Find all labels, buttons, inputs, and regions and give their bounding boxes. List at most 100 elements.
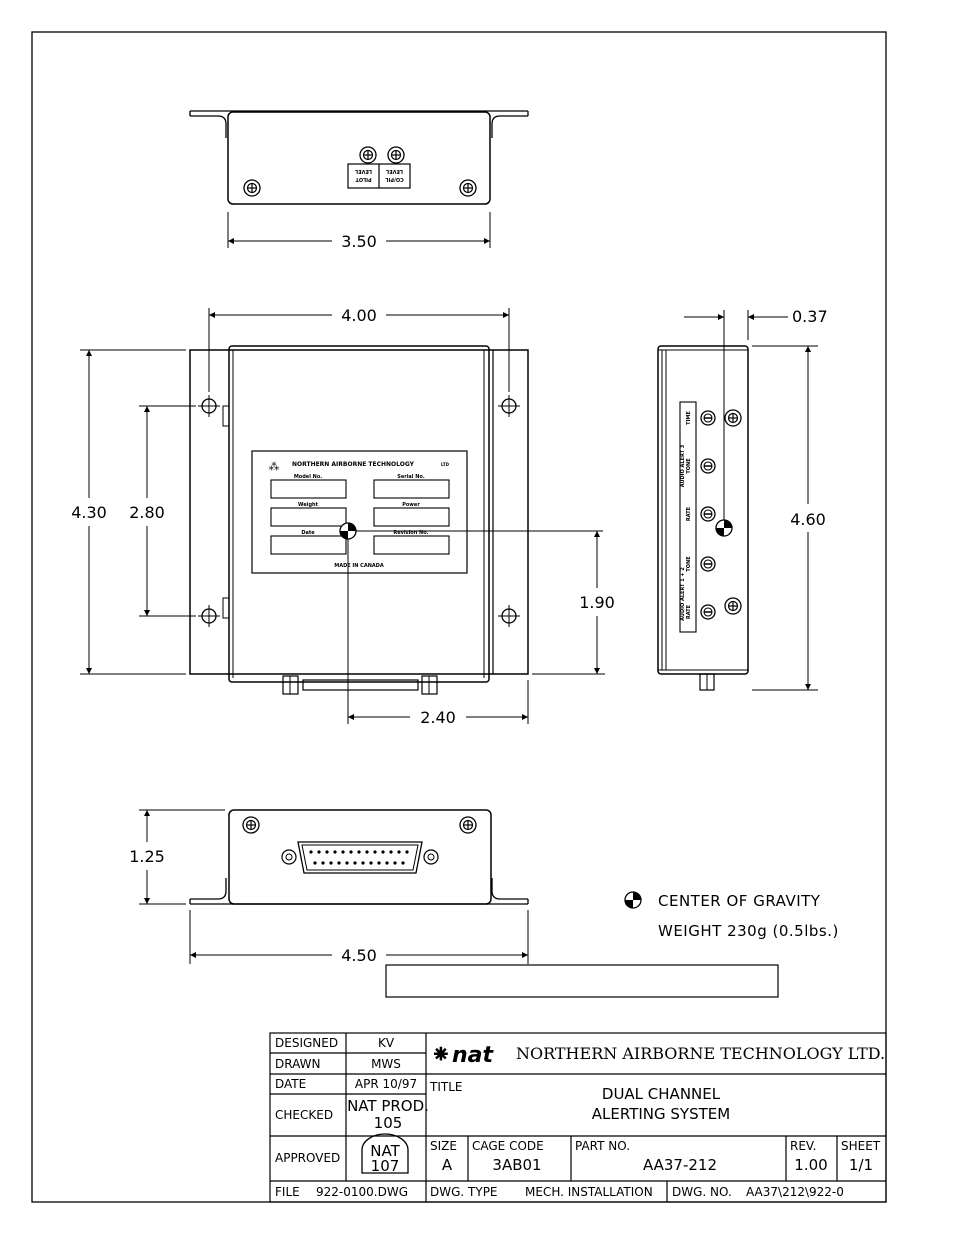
- blank-note-box: [385, 964, 779, 998]
- designed-label: DESIGNED: [275, 1036, 338, 1050]
- copil-label: CO/PIL: [384, 176, 403, 182]
- connector-pin: [349, 850, 353, 854]
- top-view: ⁂ NORTHERN AIRBORNE TECHNOLOGY LTD Model…: [71, 306, 615, 727]
- weight-note: WEIGHT 230g (0.5lbs.): [658, 922, 839, 940]
- title-block-text: DESIGNED KV DRAWN MWS DATE APR 10/97 CHE…: [275, 1036, 885, 1199]
- size-label: SIZE: [430, 1139, 457, 1153]
- approved-stamp-line1: NAT: [370, 1142, 400, 1160]
- connector-pins: [309, 850, 409, 865]
- nameplate-logo-icon: ⁂: [269, 460, 280, 473]
- side-rate-label-3: RATE: [686, 506, 692, 521]
- connector-pin: [397, 850, 401, 854]
- connector-pin: [325, 850, 329, 854]
- side-tone-label-3: TONE: [686, 458, 692, 474]
- connector-pin: [389, 850, 393, 854]
- checked-value-2: 105: [374, 1114, 403, 1132]
- connector-pin: [373, 850, 377, 854]
- front-view: PILOT LEVEL CO/PIL LEVEL 3.50: [189, 110, 529, 251]
- connector-pin: [317, 850, 321, 854]
- approved-label: APPROVED: [275, 1151, 340, 1165]
- nameplate-made-in: MADE IN CANADA: [334, 563, 384, 569]
- designed-value: KV: [378, 1036, 395, 1050]
- notes: CENTER OF GRAVITY WEIGHT 230g (0.5lbs.): [385, 891, 839, 998]
- date-label: DATE: [275, 1077, 306, 1091]
- side-alert3-label: AUDIO ALERT 3: [680, 444, 686, 487]
- dwg-type-value: MECH. INSTALLATION: [525, 1185, 653, 1199]
- sheet-value: 1/1: [849, 1156, 873, 1174]
- nat-logo-icon: ⁕: [430, 1040, 452, 1070]
- cage-label: CAGE CODE: [472, 1139, 544, 1153]
- checked-value-1: NAT PROD.: [347, 1097, 429, 1115]
- connector-pin: [369, 861, 373, 865]
- rear-view: 1.25 4.50: [129, 809, 529, 965]
- connector-pin: [361, 861, 365, 865]
- part-label: PART NO.: [575, 1139, 630, 1153]
- connector-pin: [309, 850, 313, 854]
- connector-pin: [381, 850, 385, 854]
- company-name: NORTHERN AIRBORNE TECHNOLOGY LTD.: [516, 1044, 885, 1063]
- nameplate-company-suffix: LTD: [441, 462, 450, 467]
- approved-stamp-line2: 107: [371, 1157, 400, 1175]
- connector-pin: [357, 850, 361, 854]
- connector-pin: [337, 861, 341, 865]
- file-value: 922-0100.DWG: [316, 1185, 408, 1199]
- connector-pin: [393, 861, 397, 865]
- dim-front-width: 3.50: [341, 232, 377, 251]
- connector-pin: [313, 861, 317, 865]
- dwg-no-value: AA37\212\922-0: [746, 1185, 844, 1199]
- dim-side-depth: 0.37: [792, 307, 828, 326]
- nameplate-revision-label: Revision No.: [393, 530, 428, 536]
- pilot-level-label: LEVEL: [354, 168, 372, 174]
- nameplate-power-label: Power: [402, 502, 420, 508]
- side-rate-label-12: RATE: [686, 604, 692, 619]
- side-time-label: TIME: [686, 411, 692, 425]
- connector-pin: [401, 861, 405, 865]
- cage-value: 3AB01: [492, 1156, 541, 1174]
- connector-pin: [345, 861, 349, 865]
- cg-symbol-icon: [624, 891, 642, 909]
- nameplate-model-label: Model No.: [294, 474, 322, 480]
- rev-label: REV.: [790, 1139, 816, 1153]
- connector-pin: [353, 861, 357, 865]
- connector-pin: [365, 850, 369, 854]
- dim-top-height: 4.30: [71, 503, 107, 522]
- nameplate-weight-label: Weight: [298, 502, 319, 508]
- connector-pin: [341, 850, 345, 854]
- rev-value: 1.00: [794, 1156, 827, 1174]
- size-value: A: [442, 1156, 453, 1174]
- dim-side-height: 4.60: [790, 510, 826, 529]
- dim-rear-height: 1.25: [129, 847, 165, 866]
- side-tone-label-12: TONE: [686, 556, 692, 572]
- sheet-border: [31, 31, 887, 1203]
- connector-pin: [329, 861, 333, 865]
- nat-logo-text: nat: [452, 1043, 495, 1068]
- dim-cg-y: 1.90: [579, 593, 615, 612]
- nameplate-serial-label: Serial No.: [397, 474, 425, 480]
- date-value: APR 10/97: [355, 1077, 417, 1091]
- dim-top-width: 4.00: [341, 306, 377, 325]
- pilot-label: PILOT: [355, 176, 372, 182]
- drawn-label: DRAWN: [275, 1057, 321, 1071]
- dwg-type-label: DWG. TYPE: [430, 1185, 498, 1199]
- dim-rear-width: 4.50: [341, 946, 377, 965]
- title-line2: ALERTING SYSTEM: [592, 1105, 730, 1123]
- checked-label: CHECKED: [275, 1108, 333, 1122]
- connector-pin: [385, 861, 389, 865]
- connector-pin: [321, 861, 325, 865]
- file-label: FILE: [275, 1185, 300, 1199]
- title-label: TITLE: [429, 1080, 462, 1094]
- drawn-value: MWS: [371, 1057, 401, 1071]
- side-view: TIME TONE RATE TONE RATE AUDIO ALERT 3 A…: [657, 307, 828, 691]
- cg-note: CENTER OF GRAVITY: [658, 892, 821, 910]
- sheet-label: SHEET: [841, 1139, 881, 1153]
- connector-pin: [405, 850, 409, 854]
- dim-cg-x: 2.40: [420, 708, 456, 727]
- nameplate-date-label: Date: [301, 530, 315, 536]
- nameplate-company: NORTHERN AIRBORNE TECHNOLOGY: [292, 461, 415, 468]
- part-value: AA37-212: [643, 1156, 717, 1174]
- connector-pin: [333, 850, 337, 854]
- copil-level-label: LEVEL: [385, 168, 403, 174]
- approved-stamp: NAT 107: [361, 1133, 409, 1175]
- dwg-no-label: DWG. NO.: [672, 1185, 732, 1199]
